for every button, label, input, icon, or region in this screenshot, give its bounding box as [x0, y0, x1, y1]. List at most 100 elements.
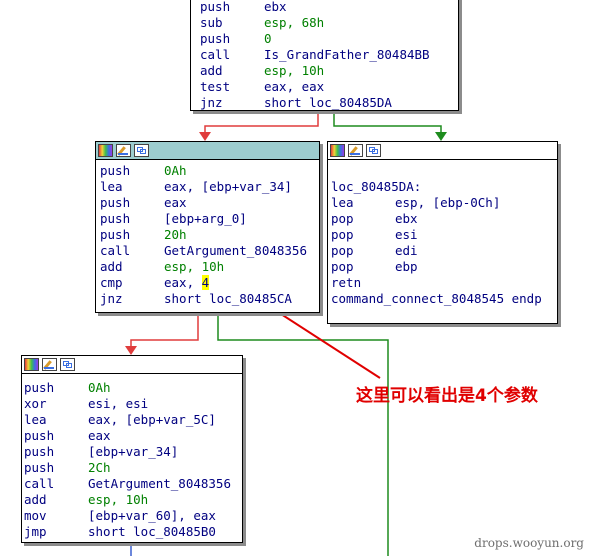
asm-line[interactable]: add esp, 10h — [100, 259, 319, 275]
operand: esp, [ebp-0Ch] — [395, 195, 501, 210]
asm-line[interactable]: call GetArgument_8048356 — [100, 243, 319, 259]
operand: eax, [ebp+var_34] — [164, 179, 292, 194]
arrow-down-icon — [435, 132, 447, 141]
operand: eax, [ebp+var_5C] — [88, 412, 216, 427]
mnemonic: push — [24, 428, 55, 443]
watermark-text: drops.wooyun.org — [474, 536, 584, 550]
asm-line[interactable]: push[ebp+var_34] — [24, 444, 242, 460]
mnemonic: jmp — [24, 524, 47, 539]
operand: GetArgument_8048356 — [88, 476, 231, 491]
operand: ebx — [395, 211, 418, 226]
asm-line[interactable]: retn — [331, 275, 557, 291]
mnemonic: add — [24, 492, 47, 507]
edge-mid-to-next-true — [217, 313, 389, 556]
asm-line[interactable]: lea eax, [ebp+var_5C] — [24, 412, 242, 428]
asm-line[interactable]: call GetArgument_8048356 — [24, 476, 242, 492]
operand: [ebp+var_60], eax — [88, 508, 216, 523]
mnemonic: cmp — [100, 275, 123, 290]
mnemonic: pop — [331, 243, 354, 258]
palette-icon[interactable] — [98, 144, 113, 157]
operand: esi, esi — [88, 396, 149, 411]
arrow-down-icon — [125, 346, 137, 355]
asm-line[interactable]: jnz short loc_80485DA — [200, 95, 458, 111]
endp-line[interactable]: command_connect_8048545 endp — [331, 291, 542, 306]
asm-line[interactable]: push [ebp+arg_0] — [100, 211, 319, 227]
graph-overview-icon[interactable] — [134, 144, 149, 157]
edge-top-to-left-false — [204, 110, 319, 138]
asm-line[interactable]: xor esi, esi — [24, 396, 242, 412]
graph-overview-icon[interactable] — [366, 144, 381, 157]
mnemonic: mov — [24, 508, 47, 523]
asm-line[interactable]: pop edi — [331, 243, 557, 259]
mnemonic: push — [200, 31, 231, 46]
mnemonic: call — [200, 47, 231, 62]
mnemonic: pop — [331, 259, 354, 274]
asm-line[interactable]: push eax — [24, 428, 242, 444]
mnemonic: call — [24, 476, 55, 491]
operand: esp, 68h — [264, 15, 325, 30]
arrow-down-icon — [199, 132, 211, 141]
operand: [ebp+arg_0] — [164, 211, 247, 226]
edit-pencil-icon[interactable] — [42, 358, 57, 371]
asm-line[interactable]: pop esi — [331, 227, 557, 243]
operand: short loc_80485B0 — [88, 524, 216, 539]
operand: [ebp+var_34] — [88, 444, 179, 459]
operand: eax, 4 — [164, 275, 210, 290]
location-label[interactable]: loc_80485DA: — [331, 179, 422, 194]
mnemonic: call — [100, 243, 131, 258]
operand: edi — [395, 243, 418, 258]
mnemonic: add — [200, 63, 223, 78]
palette-icon[interactable] — [330, 144, 345, 157]
operand: eax — [164, 195, 187, 210]
operand: GetArgument_8048356 — [164, 243, 307, 258]
edit-pencil-icon[interactable] — [116, 144, 131, 157]
operand: esp, 10h — [164, 259, 225, 274]
mnemonic: jnz — [200, 95, 223, 110]
graph-overview-icon[interactable] — [60, 358, 75, 371]
asm-line-selected[interactable]: cmp eax, 4 — [100, 275, 319, 291]
mnemonic: xor — [24, 396, 47, 411]
mnemonic: push — [200, 0, 231, 14]
palette-icon[interactable] — [24, 358, 39, 371]
operand: 20h — [164, 227, 187, 242]
mnemonic: test — [200, 79, 231, 94]
operand: short loc_80485DA — [264, 95, 392, 110]
asm-line[interactable]: jmp short loc_80485B0 — [24, 524, 242, 540]
selected-immediate[interactable]: 4 — [201, 275, 210, 290]
operand: esi — [395, 227, 418, 242]
operand: eax — [88, 428, 111, 443]
node-header — [328, 142, 557, 160]
edge-top-to-right-true — [333, 110, 442, 138]
mnemonic: push — [24, 380, 55, 395]
mnemonic: pop — [331, 211, 354, 226]
mnemonic: push — [100, 211, 131, 226]
operand: 0Ah — [164, 163, 187, 178]
mnemonic: lea — [24, 412, 47, 427]
edit-pencil-icon[interactable] — [348, 144, 363, 157]
mnemonic: pop — [331, 227, 354, 242]
operand: short loc_80485CA — [164, 291, 292, 306]
asm-line[interactable]: mov [ebp+var_60], eax — [24, 508, 242, 524]
mnemonic: add — [100, 259, 123, 274]
asm-line[interactable]: pop ebx — [331, 211, 557, 227]
